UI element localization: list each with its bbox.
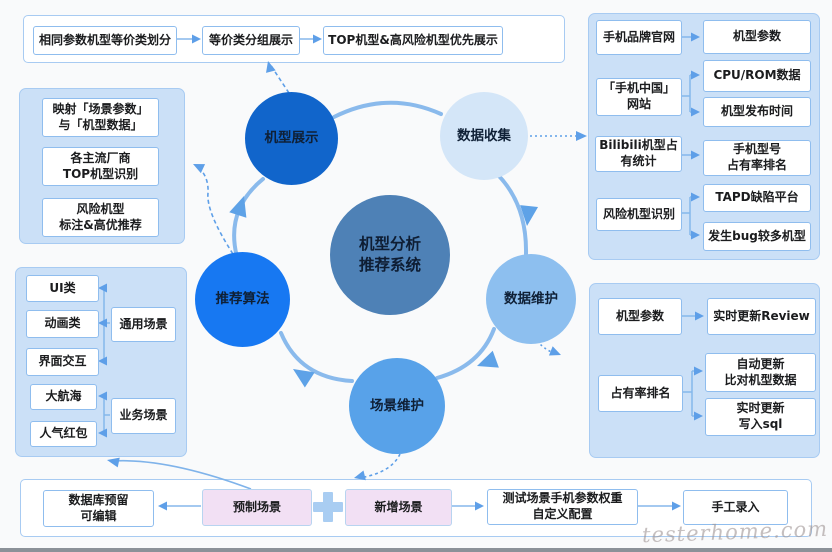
- node-db-editable: 数据库预留 可编辑: [43, 490, 154, 527]
- node-animation-class: 动画类: [26, 310, 99, 338]
- plus-icon: [313, 492, 343, 522]
- node-top-risk-priority: TOP机型&高风险机型优先展示: [323, 26, 503, 55]
- node-business-scene: 业务场景: [111, 398, 176, 434]
- node-bilibili-stats: Bilibili机型占 有统计: [595, 136, 682, 172]
- node-risk-identify: 风险机型识别: [596, 198, 682, 231]
- node-map-scene-params: 映射「场景参数」 与「机型数据」: [42, 98, 159, 137]
- node-ui-class: UI类: [26, 275, 99, 302]
- circle-data-collect: 数据收集: [440, 92, 528, 180]
- watermark-text: testerhome.com: [641, 516, 829, 548]
- circle-center-system: 机型分析 推荐系统: [330, 195, 450, 315]
- node-write-sql: 实时更新 写入sql: [705, 398, 816, 436]
- node-great-sailing: 大航海: [30, 384, 97, 410]
- node-manual-entry: 手工录入: [683, 490, 788, 525]
- node-auto-update-compare: 自动更新 比对机型数据: [705, 353, 816, 392]
- node-general-scene: 通用场景: [111, 307, 176, 342]
- circle-scene-maintain: 场景维护: [349, 358, 445, 454]
- node-release-time: 机型发布时间: [703, 97, 811, 127]
- node-model-params-maintain: 机型参数: [598, 298, 682, 335]
- node-share-rank-maintain: 占有率排名: [598, 375, 683, 412]
- circle-model-display: 机型展示: [245, 92, 338, 185]
- node-preset-scene: 预制场景: [202, 489, 312, 526]
- node-ui-interaction: 界面交互: [26, 348, 99, 376]
- node-buggy-models: 发生bug较多机型: [703, 222, 811, 251]
- node-phone-brand-site: 手机品牌官网: [596, 20, 682, 55]
- node-cpu-rom-data: CPU/ROM数据: [703, 60, 811, 92]
- node-weight-config: 测试场景手机参数权重 自定义配置: [487, 489, 638, 525]
- node-top-vendor-models: 各主流厂商 TOP机型识别: [42, 147, 159, 186]
- node-new-scene: 新增场景: [345, 489, 452, 526]
- node-tapd-platform: TAPD缺陷平台: [703, 184, 811, 212]
- node-popular-red-packet: 人气红包: [30, 421, 97, 447]
- node-risk-model-mark: 风险机型 标注&高优推荐: [42, 198, 159, 237]
- node-model-params-src: 机型参数: [703, 20, 811, 54]
- circle-data-maintain: 数据维护: [486, 254, 576, 344]
- node-share-ranking: 手机型号 占有率排名: [703, 140, 811, 176]
- node-equivalence-division: 相同参数机型等价类划分: [33, 26, 177, 55]
- bottom-edge-strip: [0, 548, 832, 552]
- node-phone-china-site: 「手机中国」 网站: [596, 78, 682, 116]
- circle-recommend-algo: 推荐算法: [195, 252, 290, 347]
- node-realtime-review: 实时更新Review: [707, 298, 816, 335]
- node-equivalence-group-display: 等价类分组展示: [202, 26, 300, 55]
